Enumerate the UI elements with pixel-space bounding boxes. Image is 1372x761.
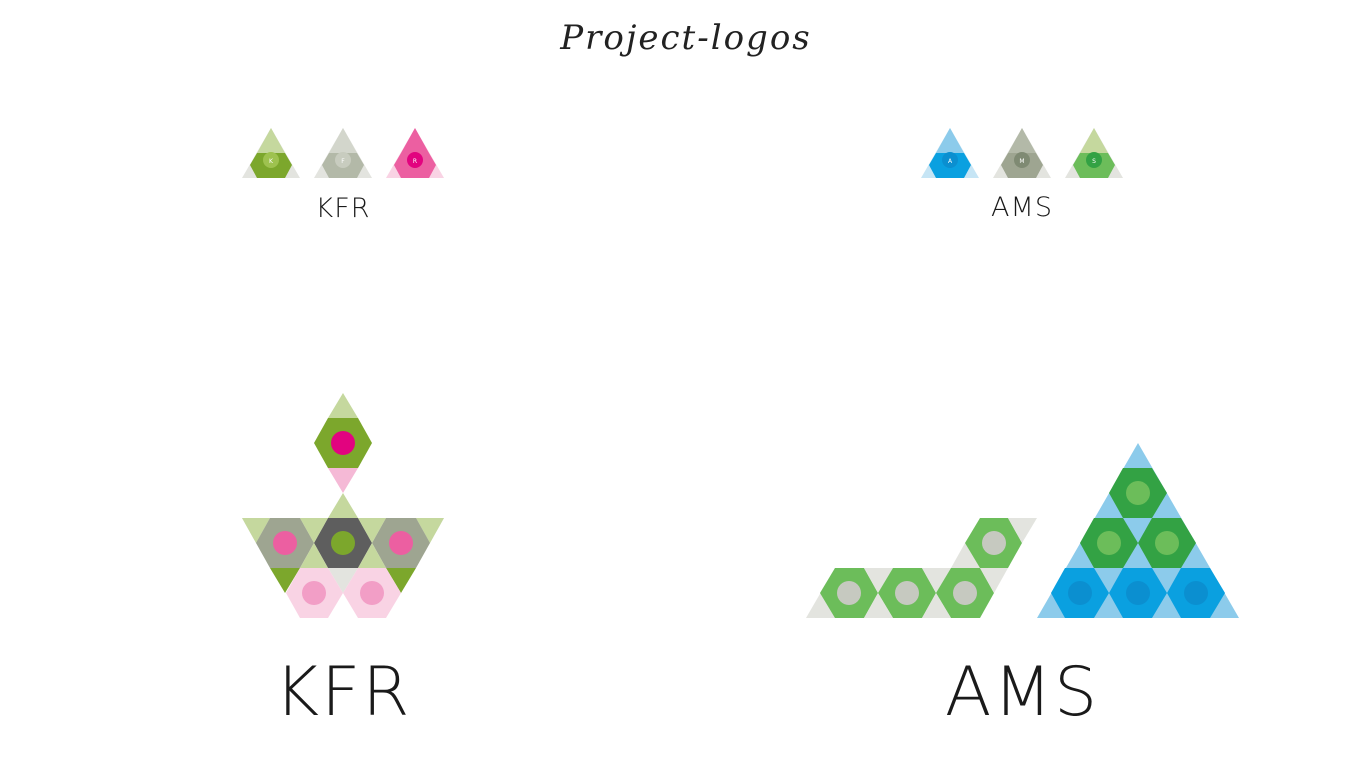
small-ams-m-tile: M <box>993 128 1051 178</box>
small-ams-a-tile: A <box>921 128 979 178</box>
ams-chain <box>806 518 1037 618</box>
small-kfr-logo: K F R <box>242 128 444 178</box>
big-kfr-logo <box>242 393 444 618</box>
small-kfr-r-tile: R <box>386 128 444 178</box>
small-kfr-f-tile: F <box>314 128 372 178</box>
kfr-mid-tri <box>328 468 358 493</box>
small-ams-label: AMS <box>991 192 1053 223</box>
kfr-top-dot <box>331 431 355 455</box>
kfr-center-dot <box>331 531 355 555</box>
small-kfr-f-letter: F <box>341 158 345 165</box>
kfr-left-dot <box>273 531 297 555</box>
small-kfr-k-tile: K <box>242 128 300 178</box>
big-ams-logo <box>806 443 1239 618</box>
big-kfr-label: KFR <box>274 653 412 732</box>
small-ams-a-dot <box>942 152 958 168</box>
small-ams-m-letter: M <box>1019 158 1024 165</box>
kfr-right-dot <box>389 531 413 555</box>
small-ams-s-tile: S <box>1065 128 1123 178</box>
page-title: Project-logos <box>560 18 812 58</box>
small-ams-a-letter: A <box>948 158 953 165</box>
small-kfr-f-dot <box>335 152 351 168</box>
small-kfr-r-dot <box>407 152 423 168</box>
big-ams-label: AMS <box>944 653 1100 732</box>
small-kfr-r-letter: R <box>413 158 417 165</box>
small-ams-m-dot <box>1014 152 1030 168</box>
kfr-top-tri <box>328 393 358 418</box>
ams-pyramid <box>1037 443 1239 618</box>
small-ams-logo: A M S <box>921 128 1123 178</box>
small-kfr-label: KFR <box>315 193 371 224</box>
kfr-bottom-left-dot <box>302 581 326 605</box>
small-kfr-k-dot <box>263 152 279 168</box>
small-kfr-k-letter: K <box>269 158 274 165</box>
small-ams-s-letter: S <box>1092 158 1096 165</box>
small-ams-s-dot <box>1086 152 1102 168</box>
kfr-bottom-right-dot <box>360 581 384 605</box>
